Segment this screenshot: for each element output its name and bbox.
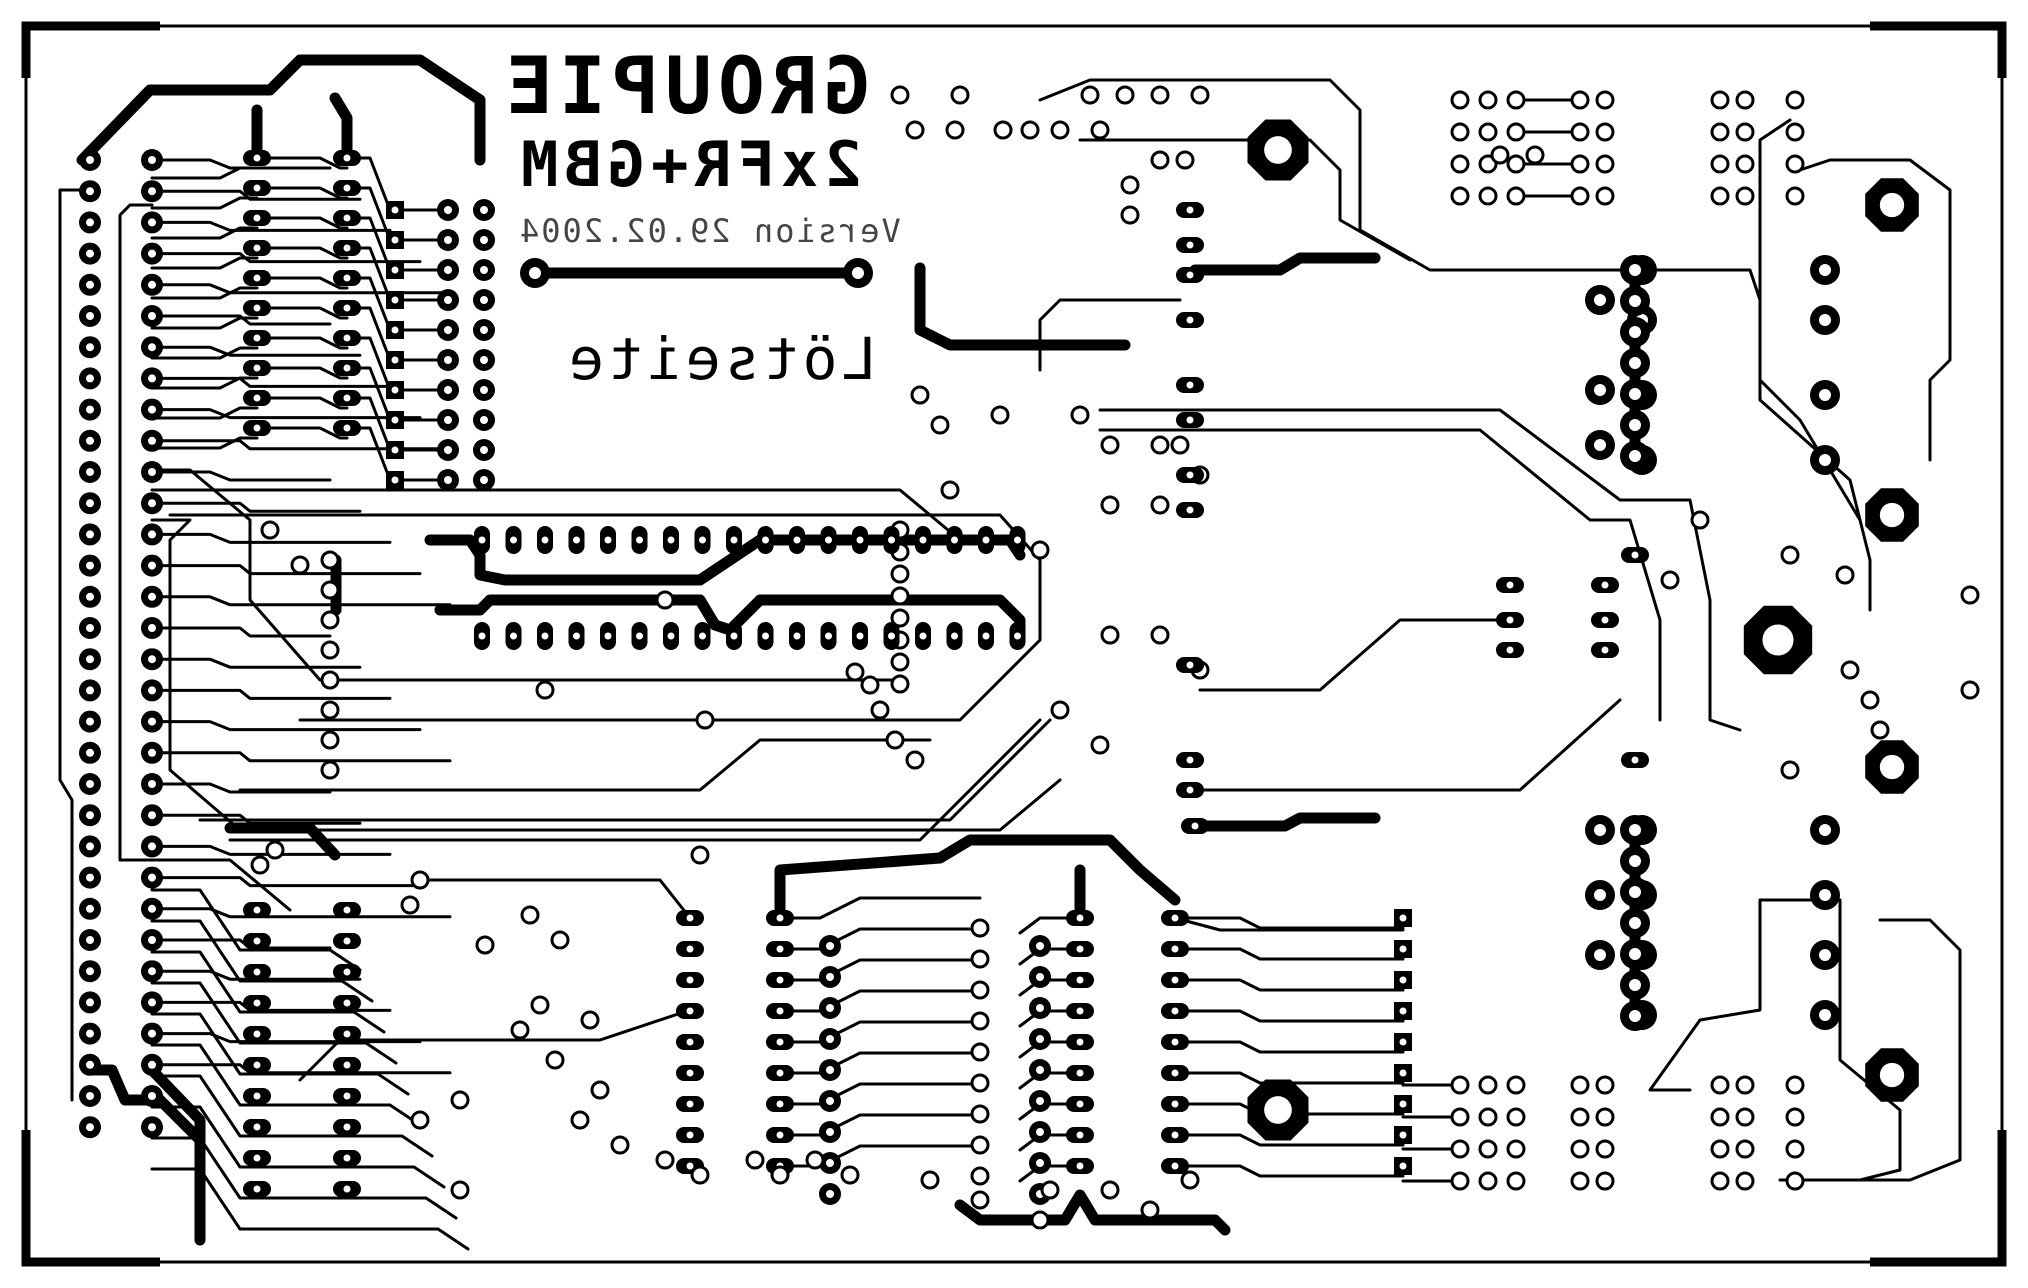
board-subtitle: 2xFR+GBM [515,128,862,201]
copper-traces [58,78,1962,1251]
board-side-label: Lötseite [565,325,877,393]
board-title: GROUPIE [500,42,871,132]
mounting-holes [1247,119,1919,1141]
corner-marks [21,21,2007,1267]
board-outline [24,24,2004,1264]
solder-pads [79,85,1980,1230]
board-version: Version 29.02.2004 [518,212,901,250]
